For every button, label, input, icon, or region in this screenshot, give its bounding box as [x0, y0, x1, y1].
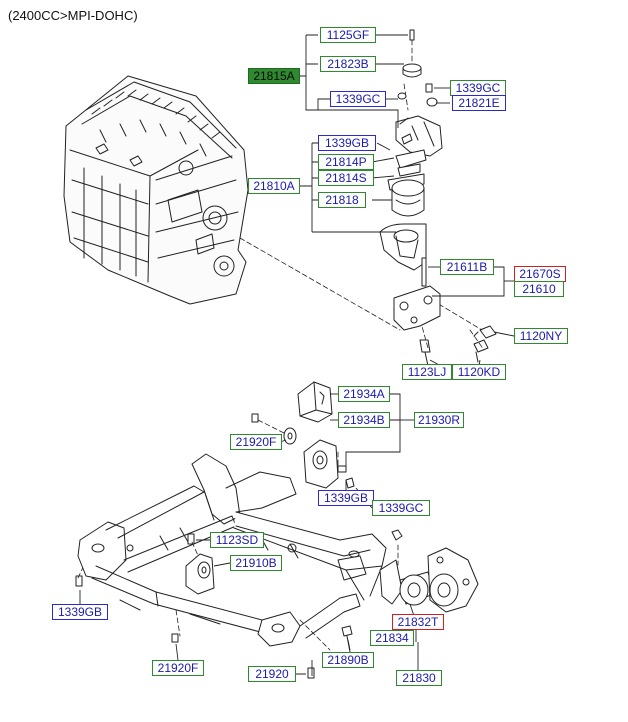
part-label-1339GB-upper[interactable]: 1339GB: [318, 135, 376, 151]
upper-mount-components: [379, 29, 443, 271]
subframe-crossmember: [77, 453, 387, 647]
roll-rod-21830: [341, 529, 479, 653]
part-label-21930R[interactable]: 21930R: [414, 412, 464, 428]
part-label-1339GC-upper-left[interactable]: 1339GC: [330, 91, 386, 107]
engine-block-illustration: [63, 75, 249, 305]
part-label-21821E[interactable]: 21821E: [452, 95, 506, 111]
bracket-21610: [393, 257, 497, 367]
part-label-1123LJ[interactable]: 1123LJ: [402, 364, 452, 380]
part-label-21890B[interactable]: 21890B: [322, 652, 374, 668]
diagram-header: (2400CC>MPI-DOHC): [8, 8, 138, 23]
part-label-21670S[interactable]: 21670S: [514, 266, 566, 282]
part-label-21815A[interactable]: 21815A: [248, 68, 300, 84]
part-label-1120KD[interactable]: 1120KD: [452, 364, 506, 380]
part-label-21814P[interactable]: 21814P: [318, 154, 374, 170]
front-mount-21910B: [75, 533, 315, 679]
part-label-21834[interactable]: 21834: [370, 630, 414, 646]
part-label-21823B[interactable]: 21823B: [320, 56, 376, 72]
part-label-21920F-lower[interactable]: 21920F: [152, 660, 204, 676]
part-label-21934B[interactable]: 21934B: [338, 412, 390, 428]
part-label-21920F-upper[interactable]: 21920F: [230, 434, 282, 450]
part-label-1339GB-lower[interactable]: 1339GB: [52, 604, 108, 620]
part-label-21611B[interactable]: 21611B: [440, 259, 494, 275]
part-label-21910B[interactable]: 21910B: [230, 555, 282, 571]
part-label-1123SD[interactable]: 1123SD: [210, 532, 264, 548]
rear-mount-21930R: [251, 381, 355, 489]
part-label-1339GC-lower[interactable]: 1339GC: [372, 500, 430, 516]
part-label-21832T[interactable]: 21832T: [392, 614, 444, 630]
part-label-21818[interactable]: 21818: [318, 192, 366, 208]
part-label-21814S[interactable]: 21814S: [318, 170, 374, 186]
part-label-21810A[interactable]: 21810A: [248, 178, 300, 194]
part-label-1339GB-middle[interactable]: 1339GB: [318, 490, 374, 506]
leader-lines: [79, 34, 515, 676]
part-label-21920[interactable]: 21920: [248, 666, 296, 682]
part-label-1120NY[interactable]: 1120NY: [514, 328, 568, 344]
part-label-21830[interactable]: 21830: [396, 670, 442, 686]
part-label-21934A[interactable]: 21934A: [338, 386, 390, 402]
part-label-1125GF[interactable]: 1125GF: [320, 27, 376, 43]
part-label-1339GC-upper[interactable]: 1339GC: [450, 80, 506, 96]
part-label-21610[interactable]: 21610: [514, 281, 564, 297]
